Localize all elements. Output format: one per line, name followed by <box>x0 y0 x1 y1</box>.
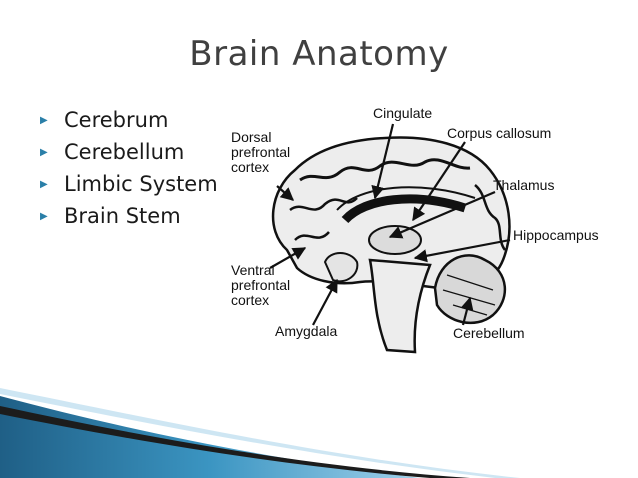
triangle-right-icon: ▶ <box>40 114 48 126</box>
label-hippocampus: Hippocampus <box>513 227 599 243</box>
label-cingulate: Cingulate <box>373 105 432 121</box>
bullet-item: ▶ Cerebrum <box>40 104 218 136</box>
decorative-swoosh <box>0 388 520 478</box>
bullet-text: Brain Stem <box>64 204 181 228</box>
bullet-item: ▶ Brain Stem <box>40 200 218 232</box>
bullet-text: Limbic System <box>64 172 218 196</box>
label-thalamus: Thalamus <box>493 177 554 193</box>
triangle-right-icon: ▶ <box>40 178 48 190</box>
brain-illustration <box>271 136 511 354</box>
label-amygdala: Amygdala <box>275 323 337 339</box>
label-cerebellum: Cerebellum <box>453 325 525 341</box>
slide-title: Brain Anatomy <box>189 34 449 74</box>
triangle-right-icon: ▶ <box>40 146 48 158</box>
bullet-text: Cerebellum <box>64 140 185 164</box>
label-ventral-prefrontal-cortex: Ventral prefrontal cortex <box>231 262 294 308</box>
bullet-item: ▶ Cerebellum <box>40 136 218 168</box>
bullet-text: Cerebrum <box>64 108 169 132</box>
label-dorsal-prefrontal-cortex: Dorsal prefrontal cortex <box>231 129 294 175</box>
bullet-list: ▶ Cerebrum ▶ Cerebellum ▶ Limbic System … <box>40 104 218 232</box>
brain-diagram: Dorsal prefrontal cortex Cingulate Corpu… <box>231 105 599 354</box>
bullet-item: ▶ Limbic System <box>40 168 218 200</box>
label-corpus-callosum: Corpus callosum <box>447 125 551 141</box>
label-arrows <box>269 123 511 326</box>
triangle-right-icon: ▶ <box>40 210 48 222</box>
